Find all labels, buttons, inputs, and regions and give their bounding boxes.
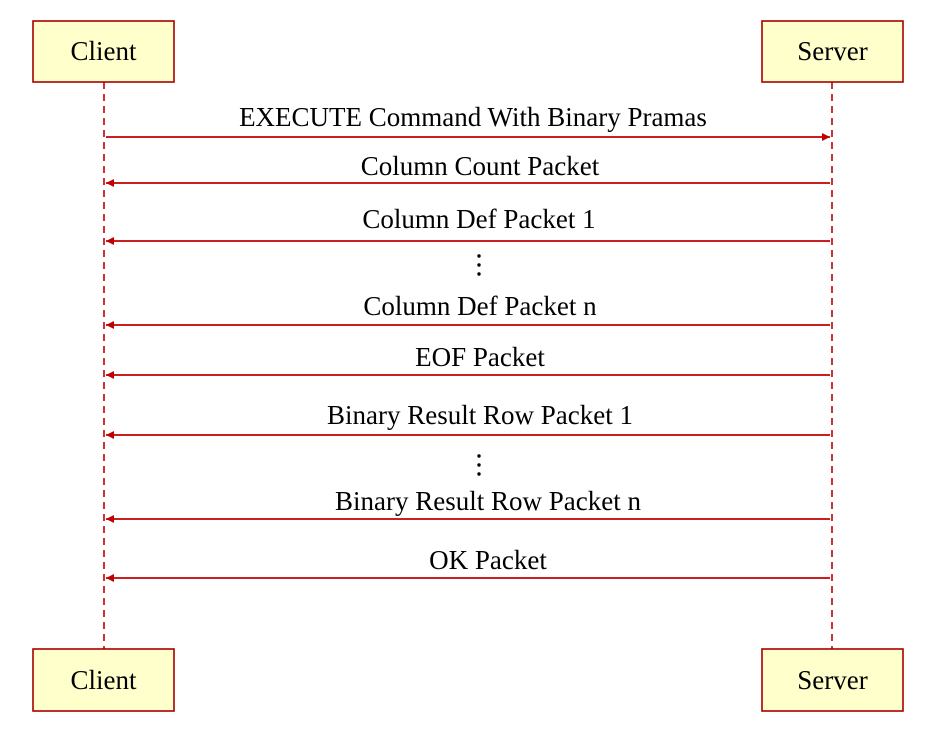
- message-column-def-1: Column Def Packet 1: [106, 204, 830, 245]
- vertical-ellipsis-1: [477, 254, 481, 276]
- message-execute-label: EXECUTE Command With Binary Pramas: [239, 102, 707, 132]
- message-binary-row-n: Binary Result Row Packet n: [106, 486, 830, 523]
- server-actor-bottom: Server: [761, 648, 904, 712]
- message-execute: EXECUTE Command With Binary Pramas: [106, 102, 830, 141]
- client-actor-top: Client: [32, 20, 175, 83]
- message-binary-row-1: Binary Result Row Packet 1: [106, 400, 830, 439]
- server-actor-top: Server: [761, 20, 904, 83]
- message-column-def-n-label: Column Def Packet n: [363, 291, 597, 321]
- client-actor-top-label: Client: [71, 36, 137, 66]
- message-eof: EOF Packet: [106, 342, 830, 379]
- client-actor-bottom: Client: [32, 648, 175, 712]
- message-binary-row-n-label: Binary Result Row Packet n: [335, 486, 641, 516]
- message-column-def-1-label: Column Def Packet 1: [362, 204, 595, 234]
- server-actor-bottom-box: [761, 648, 904, 712]
- ellipsis-1-dot-3: [477, 272, 481, 276]
- server-actor-bottom-label: Server: [797, 665, 867, 695]
- message-ok-label: OK Packet: [429, 545, 547, 575]
- ellipsis-2-dot-3: [477, 472, 481, 476]
- client-actor-bottom-label: Client: [71, 665, 137, 695]
- message-column-count-label: Column Count Packet: [361, 151, 600, 181]
- ellipsis-2-dot-2: [477, 463, 481, 467]
- message-eof-label: EOF Packet: [415, 342, 545, 372]
- message-column-def-n: Column Def Packet n: [106, 291, 830, 329]
- message-ok: OK Packet: [106, 545, 830, 582]
- ellipsis-1-dot-2: [477, 263, 481, 267]
- ellipsis-1-dot-1: [477, 254, 481, 258]
- client-actor-bottom-box: [32, 648, 175, 712]
- vertical-ellipsis-2: [477, 454, 481, 476]
- ellipsis-2-dot-1: [477, 454, 481, 458]
- server-actor-top-label: Server: [797, 36, 867, 66]
- client-actor-top-box: [32, 20, 175, 83]
- server-actor-top-box: [761, 20, 904, 83]
- message-binary-row-1-label: Binary Result Row Packet 1: [327, 400, 633, 430]
- message-column-count: Column Count Packet: [106, 151, 830, 187]
